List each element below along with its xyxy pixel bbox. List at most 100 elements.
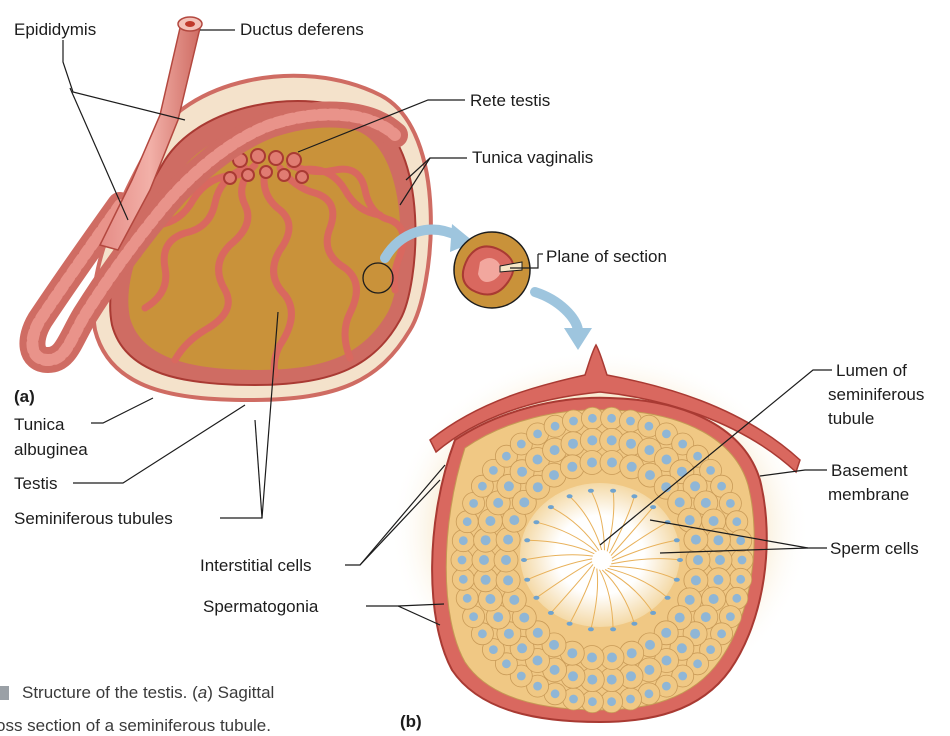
cell-nucleus [519, 613, 529, 623]
magnify-arrow-2 [535, 292, 578, 330]
tubule-lumen [520, 483, 680, 627]
cell-nucleus [645, 470, 655, 480]
sperm-head [610, 627, 616, 631]
cell-nucleus [675, 497, 685, 507]
sperm-head [548, 505, 554, 509]
cell-nucleus [626, 439, 636, 449]
cell-nucleus [736, 536, 745, 545]
cell-nucleus [551, 689, 560, 698]
caption-line-2: oss section of a seminiferous tubule. [0, 716, 271, 735]
cell-nucleus [568, 671, 578, 681]
label-rete-testis: Rete testis [470, 91, 550, 110]
cell-nucleus [489, 466, 498, 475]
label-tunica-vaginalis: Tunica vaginalis [472, 148, 593, 167]
label-seminiferous-tubules: Seminiferous tubules [14, 509, 173, 528]
cell-nucleus [717, 482, 726, 491]
cell-nucleus [485, 516, 495, 526]
label-testis: Testis [14, 474, 57, 493]
cell-nucleus [662, 455, 672, 465]
sperm-head [588, 627, 594, 631]
magnify-arrowhead-2 [564, 328, 592, 350]
sperm-head [631, 494, 637, 498]
label-ductus-deferens: Ductus deferens [240, 20, 364, 39]
cell-nucleus [458, 556, 467, 565]
sperm-head [533, 520, 539, 524]
cell-nucleus [713, 575, 723, 585]
sperm-head [524, 538, 530, 542]
cell-nucleus [502, 452, 511, 461]
sperm-head [650, 505, 656, 509]
cell-nucleus [493, 612, 503, 622]
cell-nucleus [645, 640, 655, 650]
cell-nucleus [738, 556, 747, 565]
cell-nucleus [645, 689, 654, 698]
cell-nucleus [677, 643, 687, 653]
cell-nucleus [701, 612, 711, 622]
cell-nucleus [517, 643, 527, 653]
cell-nucleus [463, 594, 472, 603]
cell-nucleus [607, 697, 616, 706]
cell-nucleus [479, 555, 489, 565]
caption-line-1: Structure of the testis. (a) Sagittal [22, 683, 274, 702]
cell-nucleus [517, 672, 526, 681]
cell-nucleus [517, 440, 526, 449]
sperm-head [567, 622, 573, 626]
cell-nucleus [533, 430, 542, 439]
cell-nucleus [693, 555, 703, 565]
cell-nucleus [567, 648, 577, 658]
label-interstitial-cells: Interstitial cells [200, 556, 311, 575]
cell-nucleus [568, 439, 578, 449]
cell-nucleus [519, 497, 529, 507]
cell-nucleus [690, 481, 700, 491]
sperm-head [677, 558, 683, 562]
cell-nucleus [678, 440, 687, 449]
sperm-head [650, 611, 656, 615]
cell-nucleus [533, 628, 543, 638]
cell-nucleus [627, 648, 637, 658]
cell-nucleus [706, 645, 715, 654]
cell-nucleus [481, 535, 491, 545]
label-sperm-cells: Sperm cells [830, 539, 919, 558]
cell-nucleus [469, 499, 478, 508]
cell-nucleus [662, 430, 671, 439]
label-basement-line1: Basement [831, 461, 908, 480]
cell-nucleus [736, 575, 745, 584]
cell-nucleus [504, 629, 514, 639]
cell-nucleus [493, 498, 503, 508]
label-tunica-albuginea-line2: albuginea [14, 440, 88, 459]
cell-nucleus [587, 653, 597, 663]
cell-nucleus [503, 535, 513, 545]
cell-nucleus [691, 535, 701, 545]
sperm-head [524, 578, 530, 582]
cell-nucleus [550, 445, 560, 455]
cell-nucleus [627, 462, 637, 472]
sperm-head [610, 489, 616, 493]
cell-nucleus [502, 659, 511, 668]
ductus-lumen [185, 21, 195, 27]
testis-illustration [32, 17, 430, 400]
caption-figure-marker [0, 686, 9, 700]
cell-nucleus [662, 656, 672, 666]
cell-nucleus [726, 612, 735, 621]
cell-nucleus [551, 422, 560, 431]
sperm-head [674, 578, 680, 582]
cell-nucleus [713, 535, 723, 545]
sperm-head [567, 494, 573, 498]
label-basement-line2: membrane [828, 485, 909, 504]
cell-nucleus [661, 628, 671, 638]
plane-of-section-inset [454, 232, 530, 308]
cell-nucleus [726, 499, 735, 508]
cell-nucleus [569, 695, 578, 704]
label-panel-a: (a) [14, 387, 35, 406]
cell-nucleus [715, 555, 725, 565]
cell-nucleus [478, 482, 487, 491]
cell-nucleus [489, 645, 498, 654]
cell-nucleus [588, 414, 597, 423]
cell-nucleus [732, 517, 741, 526]
cell-nucleus [587, 435, 597, 445]
cell-nucleus [567, 462, 577, 472]
cell-nucleus [509, 515, 519, 525]
cell-nucleus [626, 695, 635, 704]
cell-nucleus [607, 653, 617, 663]
sperm-head [548, 611, 554, 615]
